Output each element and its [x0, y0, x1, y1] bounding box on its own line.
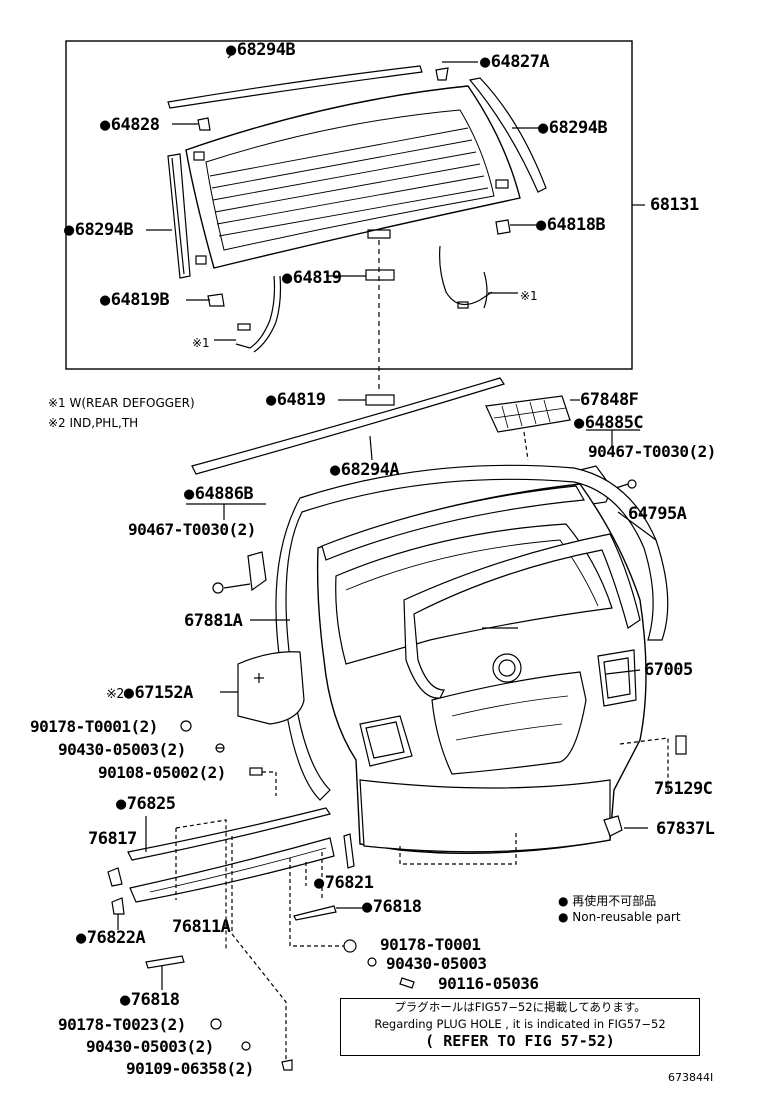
legend-jp-text: 再使用不可部品: [572, 894, 657, 908]
label-90178-T0023-2: 90178-T0023(2): [58, 1015, 186, 1034]
label-76822A: 76822A: [76, 928, 146, 948]
defogger-area: [205, 109, 495, 251]
legend-en-text: Non-reusable part: [572, 910, 681, 924]
label-90430-05003-2b: 90430-05003(2): [86, 1037, 214, 1056]
fastener-90178-T0001: [343, 939, 357, 953]
label-90467-left: 90467-T0030(2): [128, 520, 256, 539]
plug-note-ref: ( REFER TO FIG 57-52): [425, 1032, 615, 1050]
label-76821: 76821: [314, 873, 374, 893]
part-76821: [343, 833, 355, 869]
label-76818-a: 76818: [362, 897, 422, 917]
label-90116-05036: 90116-05036: [438, 974, 539, 993]
label-90109-06358-2: 90109-06358(2): [126, 1059, 254, 1078]
part-76822A: [111, 897, 125, 915]
part-75129C: [675, 735, 687, 755]
label-68294B-left: 68294B: [64, 220, 134, 240]
label-90430-05003: 90430-05003: [386, 954, 487, 973]
fastener-90108-05002-2: [249, 767, 263, 776]
note-x1: ※1 W(REAR DEFOGGER): [48, 396, 195, 410]
molding-68294B-right: [468, 77, 547, 193]
mark-x2: ※2: [106, 687, 124, 702]
legend-jp: ● 再使用不可部品: [558, 891, 656, 911]
label-76811A: 76811A: [172, 917, 231, 937]
label-75129C: 75129C: [654, 779, 713, 799]
weatherstrip-64795A: [275, 464, 669, 801]
legend-dot-en: ●: [558, 910, 573, 924]
label-90430-05003-2a: 90430-05003(2): [58, 740, 186, 759]
label-64885C: 64885C: [574, 413, 644, 433]
label-64819B: 64819B: [100, 290, 170, 310]
label-76825: 76825: [116, 794, 176, 814]
figure-id: 673844I: [668, 1071, 714, 1084]
wire-harness-right: [439, 245, 493, 306]
label-76818-b: 76818: [120, 990, 180, 1010]
clip-64819B: [207, 293, 225, 307]
label-67837L: 67837L: [656, 819, 715, 839]
label-64819-outer: 64819: [266, 390, 326, 410]
label-68131: 68131: [650, 195, 699, 215]
fastener-90178-T0023-2: [210, 1018, 222, 1030]
legend-dot: ●: [558, 894, 573, 908]
clip-64827A: [435, 67, 449, 81]
label-68294B-right: 68294B: [538, 118, 608, 138]
strip-64819-inner: [365, 269, 395, 281]
fastener-90116-05036: [399, 977, 415, 989]
garnish-76811A: [129, 837, 335, 903]
part-76818-b: [145, 955, 185, 969]
fastener-90430-05003-2b: [241, 1041, 251, 1051]
back-door-glass: [185, 85, 521, 269]
wire-harness-left: [235, 275, 276, 349]
license-plate-recess: [431, 671, 587, 775]
stop-lamp-67848F: [485, 395, 571, 433]
fastener-90178-T0001-2: [180, 720, 192, 732]
plug-note-en: Regarding PLUG HOLE , it is indicated in…: [374, 1017, 666, 1031]
inner-frame-67881A: [403, 533, 641, 699]
label-68294B-top: 68294B: [226, 40, 296, 60]
label-64819-inner: 64819: [282, 268, 342, 288]
plug-note-jp: プラグホールはFIG57−52に掲載してあります。: [394, 1000, 646, 1014]
label-90178-T0001: 90178-T0001: [380, 935, 481, 954]
garnish-76825: [127, 807, 331, 861]
label-64795A: 64795A: [628, 504, 687, 524]
label-76817: 76817: [88, 829, 137, 849]
label-64827A: 64827A: [480, 52, 550, 72]
legend-en: ● Non-reusable part: [558, 907, 681, 927]
label-64818B: 64818B: [536, 215, 606, 235]
mark-x1-right: ※1: [520, 289, 538, 303]
label-64886B: 64886B: [184, 484, 254, 504]
fastener-90430-05003: [367, 957, 377, 967]
label-90108-05002-2: 90108-05002(2): [98, 763, 226, 782]
mark-x1-left: ※1: [192, 336, 210, 350]
note-x2: ※2 IND,PHL,TH: [48, 416, 139, 430]
label-64828: 64828: [100, 115, 160, 135]
label-67005: 67005: [644, 660, 693, 680]
label-68294A: 68294A: [330, 460, 400, 480]
fastener-90109-06358-2: [281, 1059, 293, 1071]
service-hole-cover: [237, 651, 305, 725]
hinge-left: [247, 551, 267, 592]
label-67881A: 67881A: [184, 611, 243, 631]
label-67152A: ※267152A: [106, 683, 193, 705]
plug-hole-note: プラグホールはFIG57−52に掲載してあります。 Regarding PLUG…: [340, 998, 700, 1056]
label-67848F: 67848F: [580, 390, 639, 410]
label-90467-right: 90467-T0030(2): [588, 442, 716, 461]
label-90178-T0001-2: 90178-T0001(2): [30, 717, 158, 736]
clip-64828: [197, 117, 211, 131]
molding-68294B-top: [167, 65, 423, 109]
part-76818-a: [293, 905, 337, 921]
molding-68294B-left: [167, 153, 191, 279]
part-67837L: [603, 815, 623, 837]
molding-68294A: [191, 377, 505, 475]
defogger-lines: [209, 127, 489, 237]
label-67152A-text: 67152A: [124, 683, 194, 703]
strip-64819-outer: [365, 394, 395, 406]
part-76817: [107, 867, 123, 887]
clip-64818B: [495, 219, 511, 235]
lamp-opening-right: [597, 649, 637, 707]
